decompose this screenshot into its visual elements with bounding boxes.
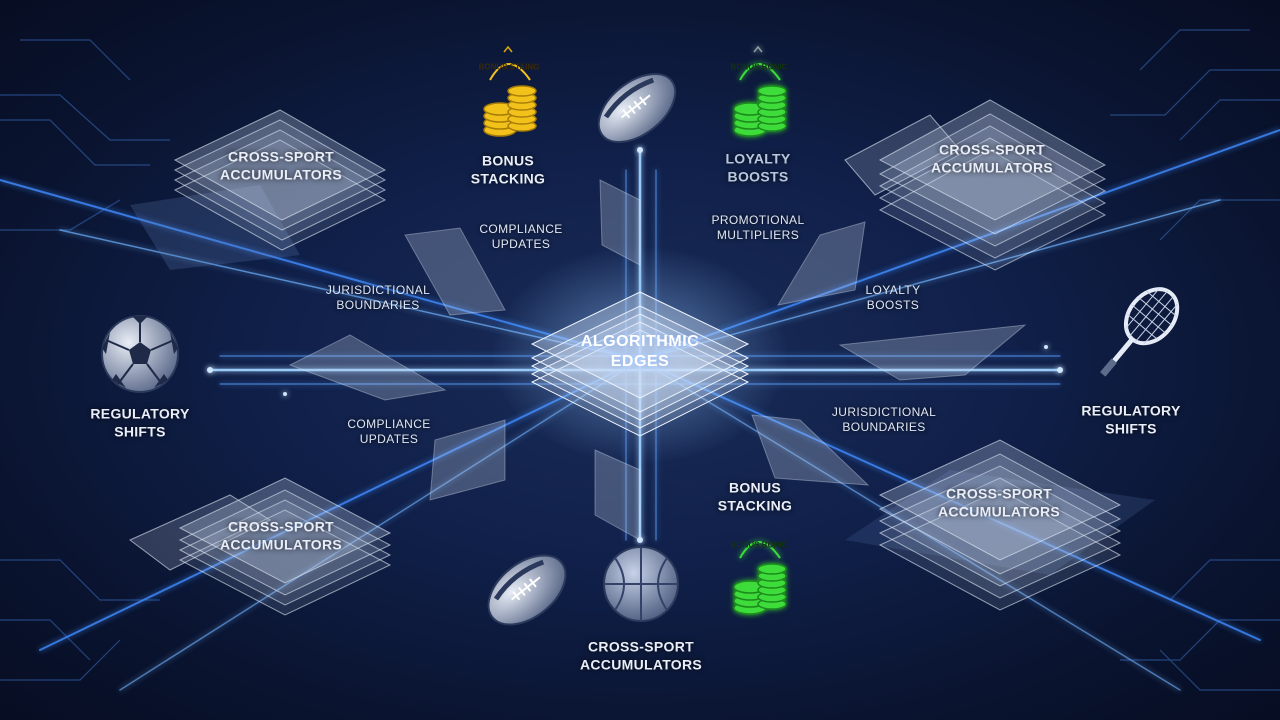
- green-coin-text-top: BONUS BONIC: [730, 62, 788, 72]
- stack-top-right: [844, 99, 1107, 271]
- label-loyalty-boosts-top: LOYALTY BOOSTS: [725, 150, 791, 185]
- circuit-traces: [0, 29, 1280, 691]
- label-promotional-multipliers: PROMOTIONAL MULTIPLIERS: [711, 213, 805, 242]
- football-icon: [597, 73, 677, 143]
- coin-stack-icon: [733, 541, 787, 615]
- coin-stack-icon: [733, 45, 787, 137]
- basketball-icon: [603, 546, 679, 622]
- stack-label-bottom-left: CROSS-SPORT ACCUMULATORS: [219, 518, 343, 553]
- soccer-ball-icon: [101, 315, 179, 393]
- stack-label-top-right: CROSS-SPORT ACCUMULATORS: [930, 141, 1054, 176]
- stack-bottom-right: [845, 439, 1155, 611]
- stack-label-bottom-right: CROSS-SPORT ACCUMULATORS: [937, 485, 1061, 520]
- stack-bottom-left: [129, 477, 392, 616]
- label-cross-sport-bottom: CROSS-SPORT ACCUMULATORS: [579, 638, 703, 673]
- label-compliance-top: COMPLIANCE UPDATES: [479, 222, 563, 251]
- center-label: ALGORITHMIC EDGES: [581, 332, 699, 372]
- center-stack: [530, 291, 750, 437]
- football-icon: [487, 554, 567, 626]
- green-coin-text-bottom: BONUS BONIC: [730, 540, 788, 550]
- center-label-line1: ALGORITHMIC: [580, 333, 700, 350]
- tennis-racket-icon: [1100, 287, 1180, 377]
- label-bonus-stacking-top: BONUS STACKING: [470, 152, 546, 187]
- label-regulatory-left: REGULATORY SHIFTS: [90, 405, 190, 440]
- beam-nodes: [207, 147, 1063, 543]
- label-jurisdictional-right: JURISDICTIONAL BOUNDARIES: [831, 405, 937, 434]
- stack-label-top-left: CROSS-SPORT ACCUMULATORS: [219, 148, 343, 183]
- center-label-line2: EDGES: [610, 353, 670, 370]
- coin-stack-icon: [483, 45, 537, 137]
- gold-coin-text: BONUS STAING: [478, 62, 540, 72]
- floating-panes: [288, 179, 1027, 541]
- label-loyalty-right: LOYALTY BOOSTS: [865, 283, 921, 312]
- label-compliance-left: COMPLIANCE UPDATES: [347, 417, 431, 446]
- label-jurisdictional-left: JURISDICTIONAL BOUNDARIES: [325, 283, 431, 312]
- stack-top-left: [130, 109, 387, 270]
- label-regulatory-right: REGULATORY SHIFTS: [1081, 402, 1181, 437]
- label-bonus-stacking-bottom: BONUS STACKING: [717, 479, 793, 514]
